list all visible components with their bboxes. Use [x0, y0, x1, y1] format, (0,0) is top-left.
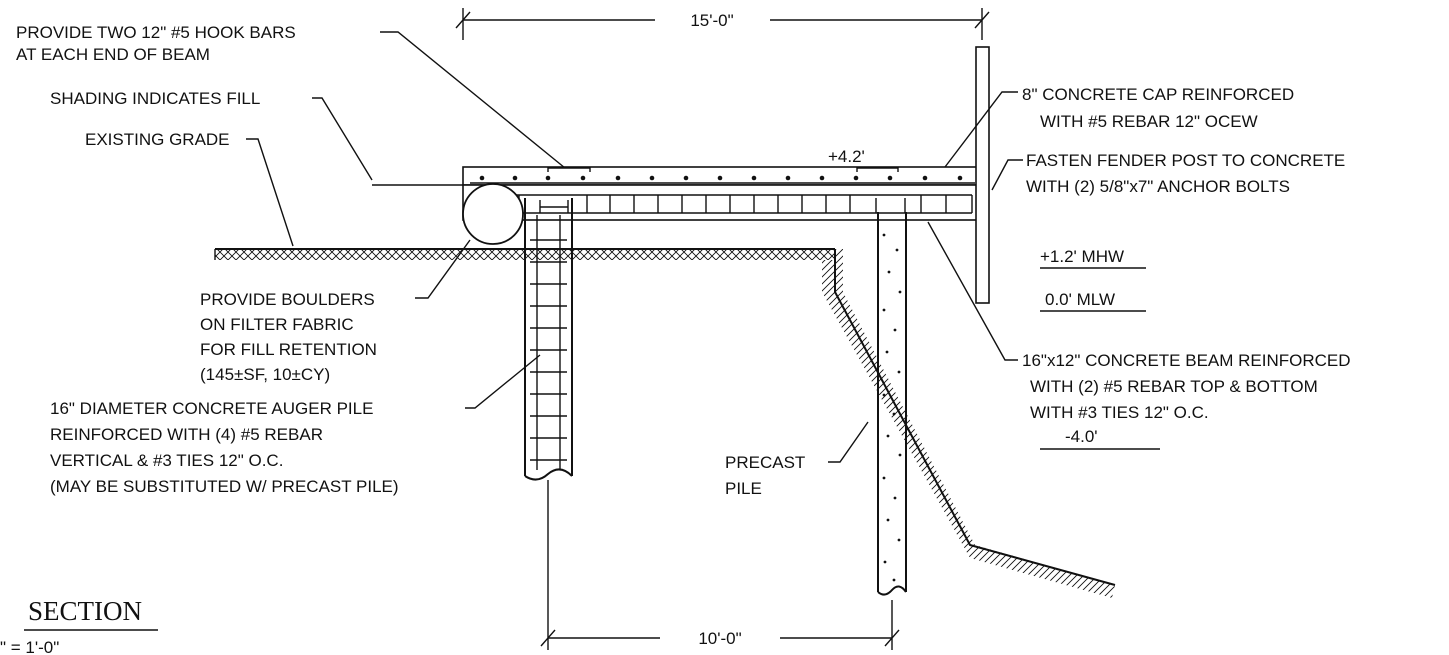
top-dimension: 15'-0": [455, 8, 990, 40]
auger-pile: [524, 198, 573, 481]
precast-pile: [877, 212, 907, 596]
note-hook-bars-line2: AT EACH END OF BEAM: [16, 45, 210, 64]
note-auger-pile: 16" DIAMETER CONCRETE AUGER PILE REINFOR…: [50, 399, 399, 496]
note-cap-line2: WITH #5 REBAR 12" OCEW: [1040, 112, 1258, 131]
note-auger-pile-line3: VERTICAL & #3 TIES 12" O.C.: [50, 451, 283, 470]
pile-ties: [530, 239, 567, 461]
section-title-text: SECTION: [28, 596, 142, 626]
note-precast-line2: PILE: [725, 479, 762, 498]
cap-rebar-dots: [479, 175, 963, 181]
note-cap: 8" CONCRETE CAP REINFORCED WITH #5 REBAR…: [1022, 85, 1294, 131]
note-boulders-line4: (145±SF, 10±CY): [200, 365, 330, 384]
note-precast: PRECAST PILE: [725, 453, 805, 498]
section-scale: " = 1'-0": [0, 638, 59, 655]
note-fender-line2: WITH (2) 5/8"x7" ANCHOR BOLTS: [1026, 177, 1290, 196]
note-beam-line2: WITH (2) #5 REBAR TOP & BOTTOM: [1030, 377, 1318, 396]
fender-post: [975, 46, 990, 304]
note-beam: 16"x12" CONCRETE BEAM REINFORCED WITH (2…: [1022, 351, 1351, 450]
note-boulders-line2: ON FILTER FABRIC: [200, 315, 354, 334]
elevation-cap-top: +4.2': [828, 147, 865, 166]
note-shading: SHADING INDICATES FILL: [50, 89, 260, 108]
sloped-bank: [822, 249, 1116, 598]
note-precast-line1: PRECAST: [725, 453, 805, 472]
note-fender-line1: FASTEN FENDER POST TO CONCRETE: [1026, 151, 1345, 170]
elevation-beam-bottom: -4.0': [1065, 427, 1098, 446]
note-auger-pile-line2: REINFORCED WITH (4) #5 REBAR: [50, 425, 323, 444]
concrete-beam: [462, 184, 983, 221]
concrete-cap: [462, 166, 983, 186]
bottom-dimension: 10'-0": [540, 480, 900, 650]
boulder: [462, 183, 524, 245]
leaders: [246, 31, 1023, 463]
note-hook-bars-line1: PROVIDE TWO 12" #5 HOOK BARS: [16, 23, 296, 42]
note-fender: FASTEN FENDER POST TO CONCRETE WITH (2) …: [1026, 151, 1345, 196]
note-cap-line1: 8" CONCRETE CAP REINFORCED: [1022, 85, 1294, 104]
note-auger-pile-line1: 16" DIAMETER CONCRETE AUGER PILE: [50, 399, 373, 418]
elevation-marks: +1.2' MHW 0.0' MLW: [1040, 247, 1146, 312]
section-title: SECTION " = 1'-0": [0, 596, 158, 655]
note-boulders: PROVIDE BOULDERS ON FILTER FABRIC FOR FI…: [200, 290, 377, 384]
note-boulders-line3: FOR FILL RETENTION: [200, 340, 377, 359]
top-dimension-label: 15'-0": [690, 11, 733, 30]
elevation-mlw: 0.0' MLW: [1045, 290, 1115, 309]
note-boulders-line1: PROVIDE BOULDERS: [200, 290, 375, 309]
note-auger-pile-line4: (MAY BE SUBSTITUTED W/ PRECAST PILE): [50, 477, 399, 496]
note-beam-line3: WITH #3 TIES 12" O.C.: [1030, 403, 1209, 422]
bottom-dimension-label: 10'-0": [698, 629, 741, 648]
note-existing-grade: EXISTING GRADE: [85, 130, 230, 149]
elevation-mhw: +1.2' MHW: [1040, 247, 1124, 266]
beam-ties: [494, 195, 947, 213]
note-hook-bars: PROVIDE TWO 12" #5 HOOK BARS AT EACH END…: [16, 23, 296, 64]
note-beam-line1: 16"x12" CONCRETE BEAM REINFORCED: [1022, 351, 1351, 370]
